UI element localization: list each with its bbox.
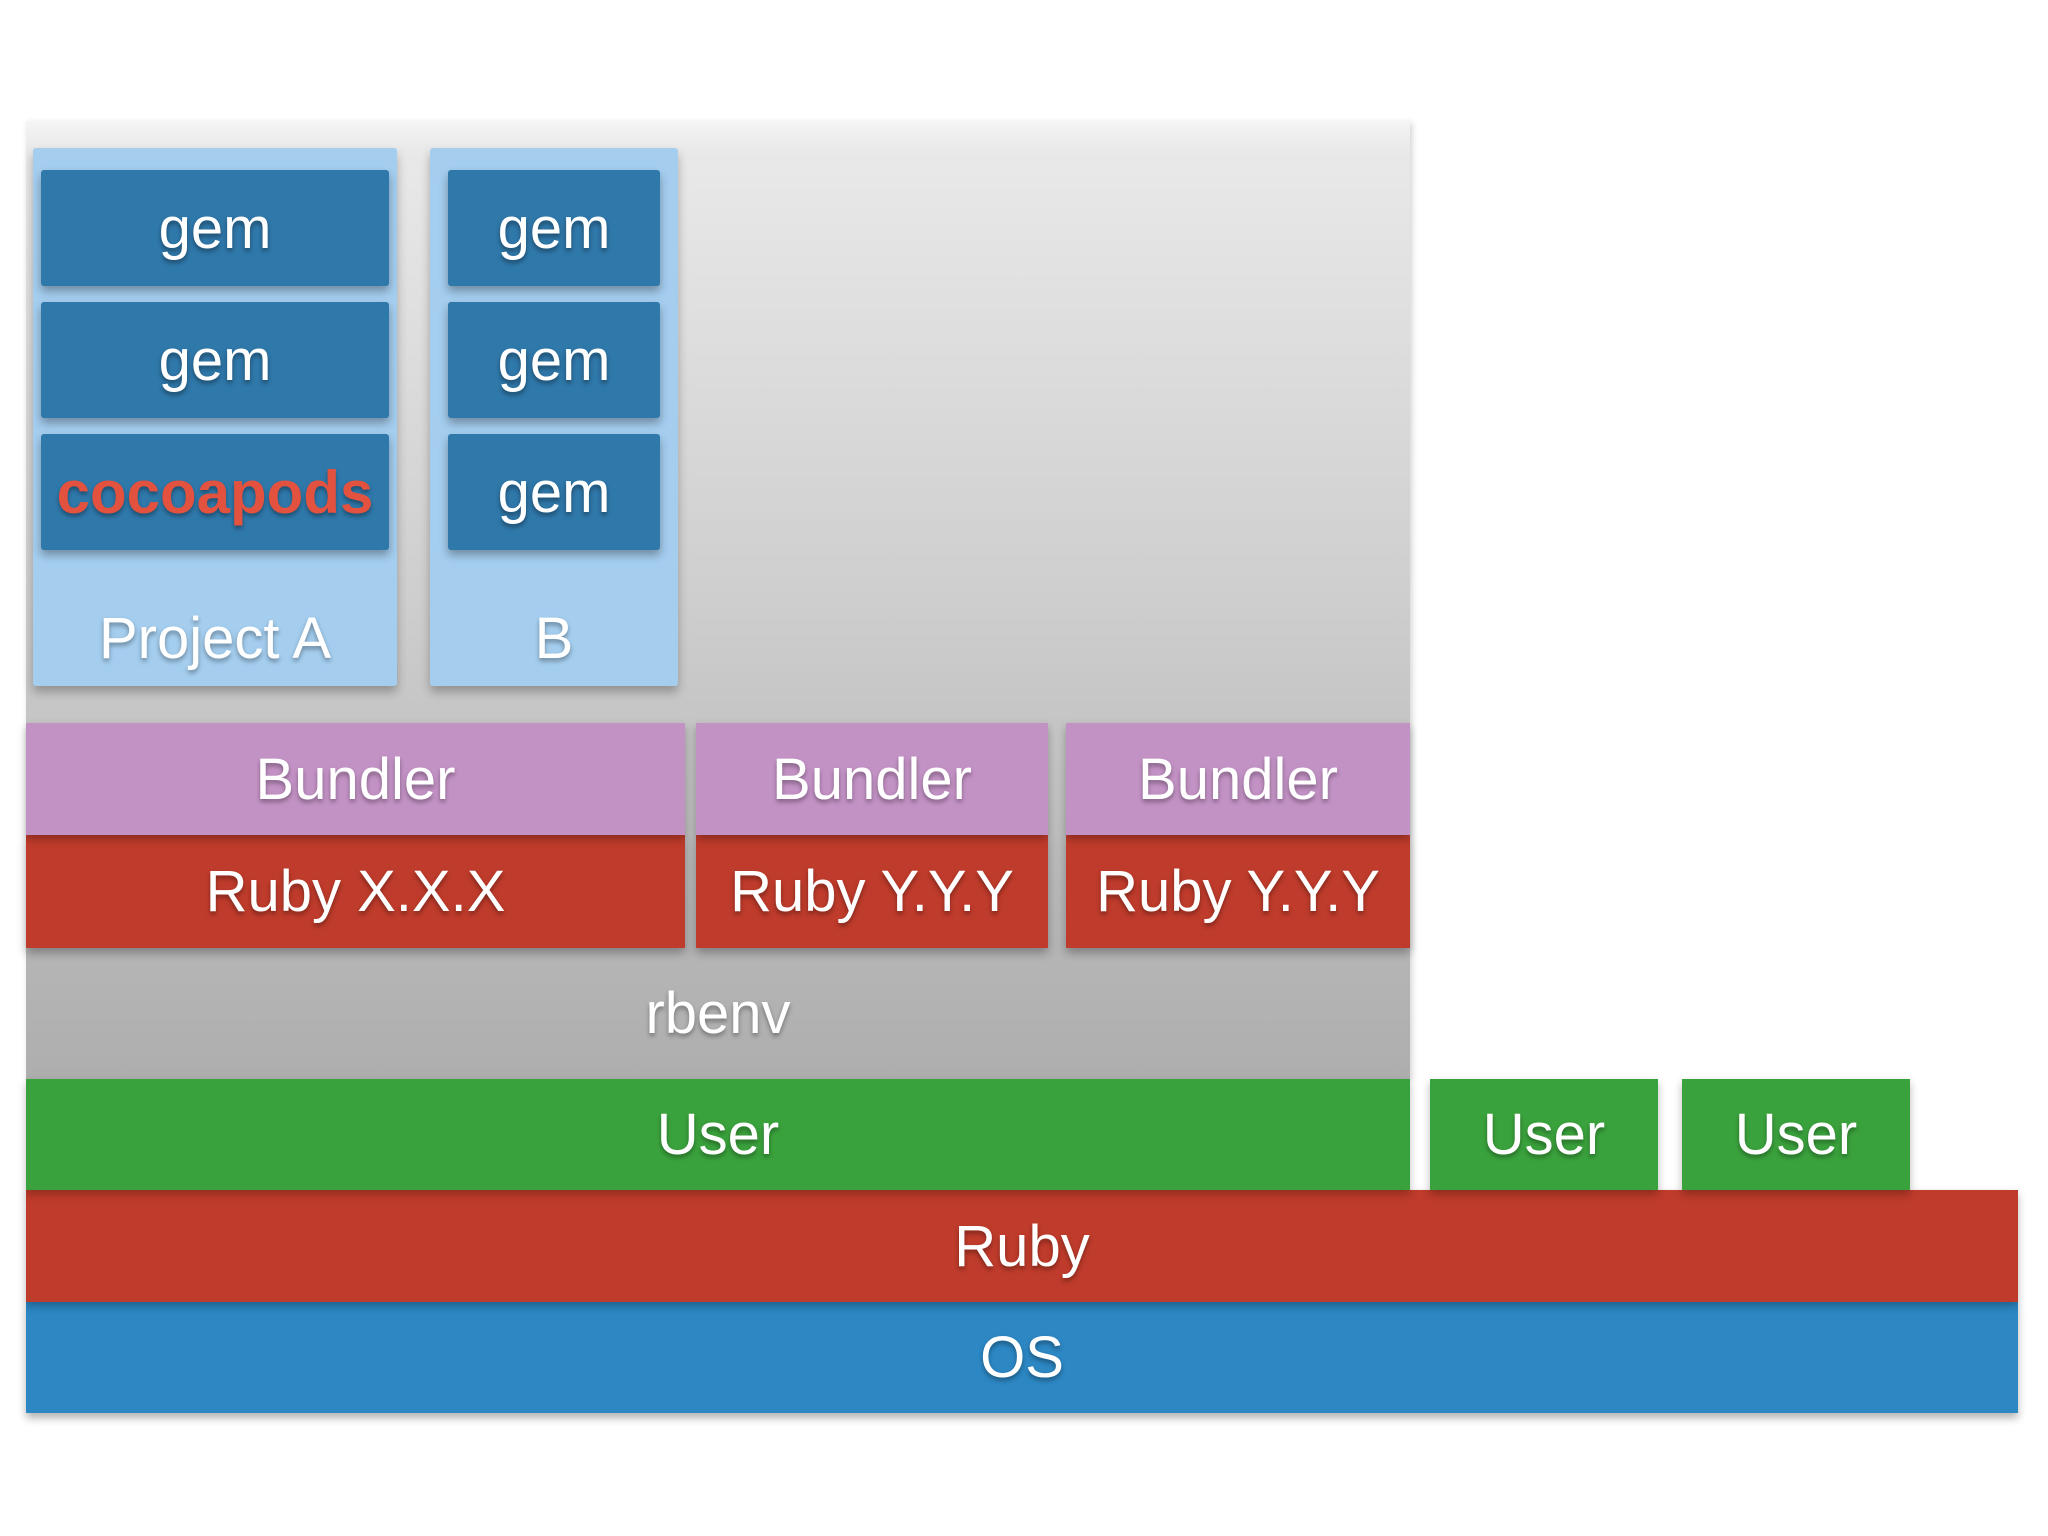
project-b-gem-2: gem: [448, 302, 660, 418]
project-a-cocoapods-gem: cocoapods: [41, 434, 389, 550]
bundler-block-3: Bundler: [1066, 723, 1410, 835]
project-b-gem-1: gem: [448, 170, 660, 286]
user-block-2: User: [1682, 1079, 1910, 1190]
user-band: User: [26, 1079, 1410, 1190]
bundler-block-2: Bundler: [696, 723, 1048, 835]
ruby-version-block-3: Ruby Y.Y.Y: [1066, 835, 1410, 948]
project-a-label: Project A: [98, 606, 332, 671]
user-block-1: User: [1430, 1079, 1658, 1190]
os-band: OS: [26, 1302, 2018, 1413]
bundler-block-1: Bundler: [26, 723, 685, 835]
ruby-version-block-2: Ruby Y.Y.Y: [696, 835, 1048, 948]
rbenv-label: rbenv: [645, 981, 791, 1046]
project-a-box: gem gem cocoapods Project A: [33, 148, 397, 686]
project-b-box: gem gem gem B: [430, 148, 678, 686]
project-b-gem-3: gem: [448, 434, 660, 550]
ruby-version-block-1: Ruby X.X.X: [26, 835, 685, 948]
project-a-gem-2: gem: [41, 302, 389, 418]
ruby-band: Ruby: [26, 1190, 2018, 1302]
project-b-label: B: [534, 606, 574, 671]
project-a-gem-1: gem: [41, 170, 389, 286]
